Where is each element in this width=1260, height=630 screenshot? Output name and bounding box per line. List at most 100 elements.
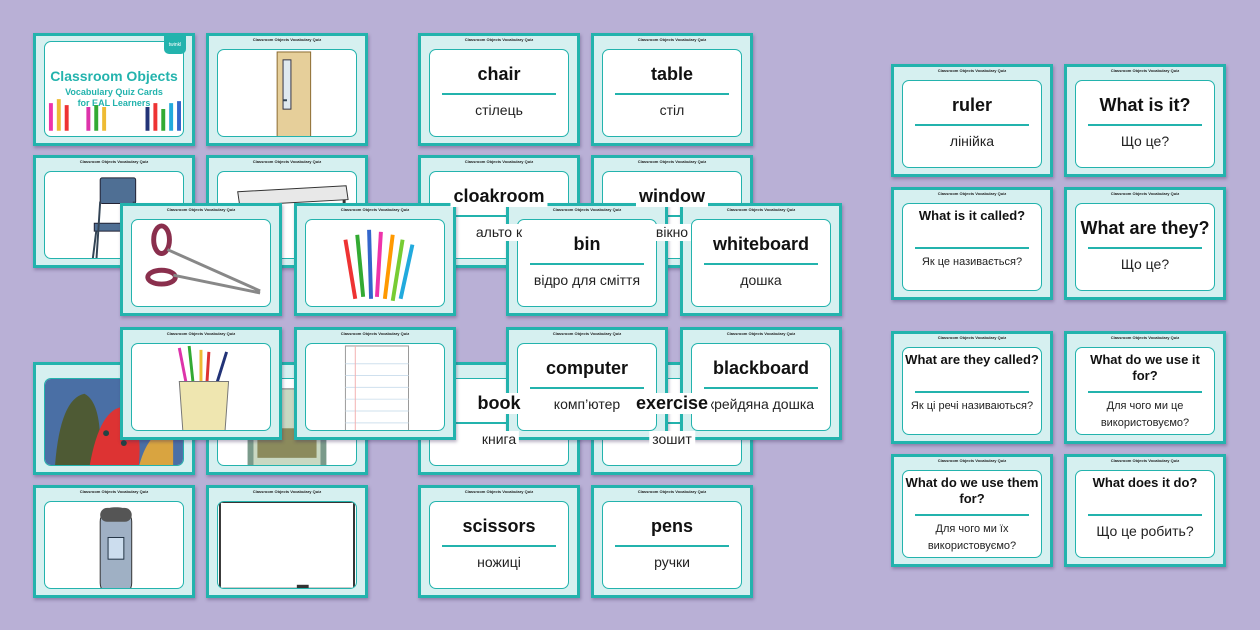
- divider: [530, 387, 644, 389]
- card-translation: зошит: [649, 431, 695, 448]
- divider: [615, 215, 729, 217]
- card-word: What is it?: [1099, 95, 1191, 115]
- card-translation: дошка: [740, 272, 782, 288]
- card-header: Classroom Objects Vocabulary Quiz: [937, 191, 1007, 196]
- card-word: bin: [573, 234, 601, 254]
- card-header: Classroom Objects Vocabulary Quiz: [726, 331, 796, 336]
- card-word: scissors: [462, 516, 536, 536]
- picture-card: Classroom Objects Vocabulary Quiz: [206, 33, 368, 146]
- card-translation: ножиці: [477, 554, 521, 570]
- card-translation: стілець: [475, 102, 523, 118]
- pencil-pot-picture: [131, 343, 271, 431]
- divider: [1088, 391, 1202, 393]
- card-translation: альто к: [472, 224, 526, 241]
- card-translation: Як ці речі називаються?: [910, 400, 1034, 412]
- picture-card: Classroom Objects Vocabulary Quiz: [120, 203, 282, 316]
- divider: [615, 93, 729, 95]
- divider: [704, 387, 818, 389]
- card-header: Classroom Objects Vocabulary Quiz: [1110, 458, 1180, 463]
- card-header: Classroom Objects Vocabulary Quiz: [79, 159, 149, 164]
- cover-subtitle: for EAL Learners: [77, 98, 151, 108]
- card-header: Classroom Objects Vocabulary Quiz: [79, 489, 149, 494]
- divider: [442, 93, 556, 95]
- card-word: blackboard: [712, 358, 810, 378]
- card-translation: Для чого ми це використовуємо?: [1100, 400, 1190, 429]
- card-word: book: [474, 393, 524, 414]
- card-header: Classroom Objects Vocabulary Quiz: [464, 159, 534, 164]
- card-word: exercise: [632, 393, 712, 414]
- twinkl-logo: twinkl: [164, 36, 186, 54]
- pens-picture: [305, 219, 445, 307]
- card-word: cloakroom: [450, 186, 548, 207]
- card-word: window: [636, 186, 708, 207]
- card-translation: ручки: [654, 554, 690, 570]
- bin-picture: [44, 501, 184, 589]
- word-card: Classroom Objects Vocabulary Quiz table ст…: [591, 33, 753, 146]
- divider: [915, 124, 1029, 126]
- divider: [442, 422, 556, 424]
- card-translation: Що це?: [1120, 133, 1170, 149]
- card-header: Classroom Objects Vocabulary Quiz: [637, 489, 707, 494]
- card-header: Classroom Objects Vocabulary Quiz: [1110, 68, 1180, 73]
- card-word: ruler: [951, 95, 993, 115]
- card-header: Classroom Objects Vocabulary Quiz: [464, 37, 534, 42]
- cover-subtitle: Vocabulary Quiz Cards: [65, 87, 163, 97]
- divider: [915, 247, 1029, 249]
- card-translation: лінійка: [949, 133, 995, 149]
- card-header: Classroom Objects Vocabulary Quiz: [252, 159, 322, 164]
- picture-card: Classroom Objects Vocabulary Quiz: [294, 203, 456, 316]
- card-translation: Як це називається?: [921, 256, 1023, 268]
- card-word: table: [650, 64, 693, 84]
- picture-card: Classroom Objects Vocabulary Quiz: [33, 155, 195, 268]
- word-card: Classroom Objects Vocabulary Quiz pens руч…: [591, 485, 753, 598]
- card-translation: вікно: [652, 224, 692, 241]
- card-word: What are they?: [1080, 218, 1210, 238]
- card-translation: відро для сміття: [533, 272, 641, 288]
- card-header: Classroom Objects Vocabulary Quiz: [166, 207, 236, 212]
- divider: [615, 422, 729, 424]
- card-translation: книга: [478, 431, 520, 448]
- card-header: Classroom Objects Vocabulary Quiz: [637, 159, 707, 164]
- card-header: Classroom Objects Vocabulary Quiz: [340, 207, 410, 212]
- divider: [442, 545, 556, 547]
- paper-picture: [305, 343, 445, 431]
- whiteboard-picture: [217, 501, 357, 589]
- card-header: Classroom Objects Vocabulary Quiz: [252, 489, 322, 494]
- card-word: chair: [477, 64, 521, 84]
- divider: [915, 391, 1029, 393]
- divider: [442, 215, 556, 217]
- door-picture: [217, 49, 357, 137]
- card-translation: Що це робить?: [1096, 523, 1194, 539]
- card-header: Classroom Objects Vocabulary Quiz: [552, 331, 622, 336]
- card-header: Classroom Objects Vocabulary Quiz: [1110, 191, 1180, 196]
- divider: [915, 514, 1029, 516]
- card-translation: крейдяна дошка: [707, 396, 815, 412]
- word-card: Classroom Objects Vocabulary Quiz blackbo…: [680, 327, 842, 440]
- card-header: Classroom Objects Vocabulary Quiz: [637, 37, 707, 42]
- divider: [1088, 247, 1202, 249]
- picture-card: Classroom Objects Vocabulary Quiz: [33, 485, 195, 598]
- scissors-picture: [131, 219, 271, 307]
- card-word: What do we use it for?: [1090, 352, 1200, 383]
- card-header: Classroom Objects Vocabulary Quiz: [1110, 335, 1180, 340]
- card-word: whiteboard: [712, 234, 809, 254]
- card-word: What does it do?: [1092, 475, 1198, 490]
- card-translation: стіл: [659, 102, 685, 118]
- card-word: pens: [650, 516, 693, 536]
- card-word: What is it called?: [918, 208, 1026, 223]
- card-header: Classroom Objects Vocabulary Quiz: [552, 207, 622, 212]
- card-header: Classroom Objects Vocabulary Quiz: [166, 331, 236, 336]
- card-header: Classroom Objects Vocabulary Quiz: [340, 331, 410, 336]
- card-header: Classroom Objects Vocabulary Quiz: [252, 37, 322, 42]
